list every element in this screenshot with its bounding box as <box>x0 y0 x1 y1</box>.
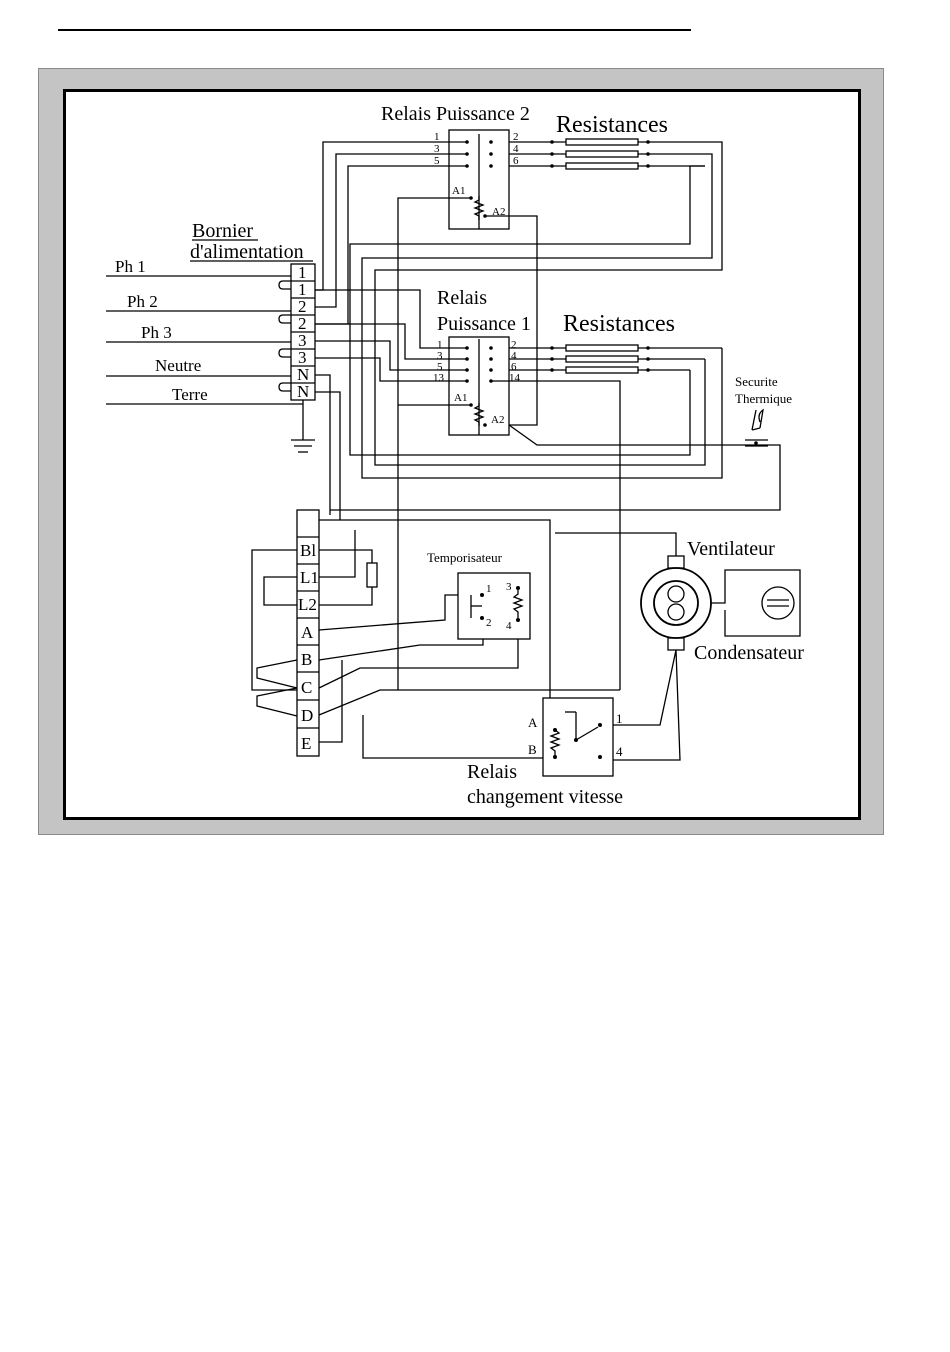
temp-terminal-2: 2 <box>486 617 492 629</box>
relais-changement-vitesse: A B 1 4 Relais changement vitesse <box>467 698 623 808</box>
relais-1-title-1: Relais <box>437 287 487 309</box>
ctrl-terminal-d: D <box>301 706 313 725</box>
relais-2-terminal-4: 4 <box>513 143 519 155</box>
bornier-title-2: d'alimentation <box>190 241 304 263</box>
temporisateur: Temporisateur 1 2 3 4 <box>427 550 530 639</box>
relais-1-terminal-14: 14 <box>509 372 521 384</box>
resistances-mid-label: Resistances <box>563 311 675 337</box>
temporisateur-title: Temporisateur <box>427 550 503 565</box>
relais-2-terminal-2: 2 <box>513 131 519 143</box>
resistances-top-label: Resistances <box>556 112 668 138</box>
bornier-tnb: N <box>297 382 309 401</box>
label-terre: Terre <box>172 385 208 404</box>
condensateur-label: Condensateur <box>694 642 804 664</box>
relais-v-terminal-1: 1 <box>616 711 623 726</box>
securite-label-1: Securite <box>735 374 778 389</box>
relais-2-terminal-3: 3 <box>434 143 440 155</box>
label-ph2: Ph 2 <box>127 292 158 311</box>
ctrl-terminal-l1: L1 <box>300 568 319 587</box>
relais-1-coil-a1: A1 <box>454 392 467 404</box>
relais-1-title-2: Puissance 1 <box>437 313 531 335</box>
ctrl-terminal-bl: Bl <box>300 541 316 560</box>
label-neutre: Neutre <box>155 356 201 375</box>
resistances-mid: Resistances <box>509 311 722 373</box>
ventilateur-label: Ventilateur <box>687 538 775 560</box>
securite-label-2: Thermique <box>735 391 792 406</box>
relais-v-terminal-b: B <box>528 742 537 757</box>
relais-vitesse-title-2: changement vitesse <box>467 786 623 808</box>
label-ph3: Ph 3 <box>141 323 172 342</box>
temp-terminal-1: 1 <box>486 583 492 595</box>
relais-puissance-1: Relais Puissance 1 1 3 5 13 2 4 6 14 A1 … <box>433 287 531 435</box>
bornier-title-1: Bornier <box>192 220 253 242</box>
relais-v-terminal-4: 4 <box>616 744 623 759</box>
label-ph1: Ph 1 <box>115 257 146 276</box>
ctrl-terminal-a: A <box>301 623 314 642</box>
relais-vitesse-title-1: Relais <box>467 761 517 783</box>
relais-1-coil-a2: A2 <box>491 414 504 426</box>
ctrl-terminal-c: C <box>301 678 312 697</box>
ctrl-terminal-e: E <box>301 734 311 753</box>
relais-2-terminal-1: 1 <box>434 131 440 143</box>
relais-v-terminal-a: A <box>528 715 538 730</box>
supply-lines: Ph 1 Ph 2 Ph 3 Neutre Terre <box>106 257 315 452</box>
securite-thermique: Securite Thermique <box>735 374 792 446</box>
relais-2-coil-a1: A1 <box>452 185 465 197</box>
relais-2-terminal-5: 5 <box>434 155 440 167</box>
resistances-top: Resistances <box>509 112 705 169</box>
temp-terminal-4: 4 <box>506 620 512 632</box>
ctrl-terminal-l2: L2 <box>298 595 317 614</box>
relais-2-title: Relais Puissance 2 <box>381 103 530 125</box>
relais-1-terminal-13: 13 <box>433 372 445 384</box>
ctrl-terminal-b: B <box>301 650 312 669</box>
relais-2-terminal-6: 6 <box>513 155 519 167</box>
temp-terminal-3: 3 <box>506 581 512 593</box>
